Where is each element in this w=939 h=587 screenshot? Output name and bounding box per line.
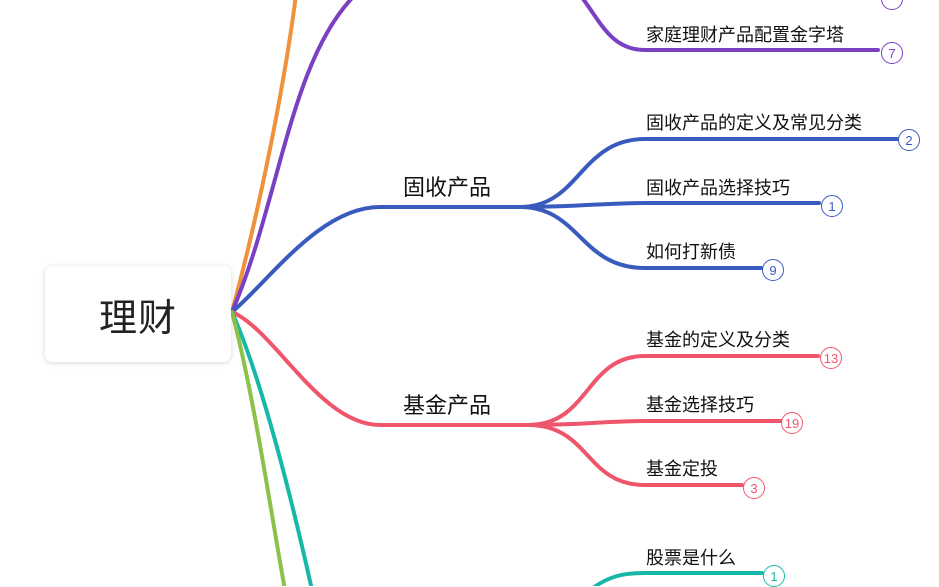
leaf-fund-definition[interactable]: 基金的定义及分类 [646,330,790,350]
leaf-family-asset-pyramid[interactable]: 家庭理财产品配置金字塔 [646,25,844,45]
leaf-what-is-stock[interactable]: 股票是什么 [646,548,736,568]
count-badge-what-is-stock[interactable]: 1 [763,565,785,587]
connector-teal [230,310,314,586]
root-node[interactable]: 理财 [45,266,231,362]
connector-blue-leaf-1 [518,137,899,209]
count-badge-fixed-income-selection[interactable]: 1 [821,195,843,217]
leaf-fixed-income-definition[interactable]: 固收产品的定义及常见分类 [646,113,862,133]
count-badge-fund-fixed-investment[interactable]: 3 [743,477,765,499]
connector-purple-leaf [581,0,880,52]
count-badge-fund-selection[interactable]: 19 [781,412,803,434]
connector-green [230,310,287,586]
count-badge-new-bond-subscription[interactable]: 9 [762,259,784,281]
connector-purple [230,0,354,314]
leaf-fixed-income-selection[interactable]: 固收产品选择技巧 [646,178,790,198]
leaf-fund-fixed-investment[interactable]: 基金定投 [646,459,718,479]
connector-blue-leaf-3 [518,205,763,270]
leaf-new-bond-subscription[interactable]: 如何打新债 [646,242,736,262]
connector-red-topic [230,310,530,427]
leaf-fund-selection[interactable]: 基金选择技巧 [646,395,754,415]
root-node-label: 理财 [98,297,177,340]
topic-fixed-income[interactable]: 固收产品 [403,175,492,200]
connector-blue-topic [230,205,522,314]
connector-red-leaf-2 [526,419,783,427]
connector-orange [230,0,298,314]
topic-funds[interactable]: 基金产品 [403,393,492,418]
connector-red-leaf-1 [526,354,820,427]
count-badge-fixed-income-definition[interactable]: 2 [898,129,920,151]
count-badge-family-asset-pyramid[interactable]: 7 [881,42,903,64]
connector-teal-leaf [592,571,764,586]
connector-blue-leaf-2 [518,201,821,209]
count-badge-fund-definition[interactable]: 13 [820,347,842,369]
connector-red-leaf-3 [526,423,744,487]
